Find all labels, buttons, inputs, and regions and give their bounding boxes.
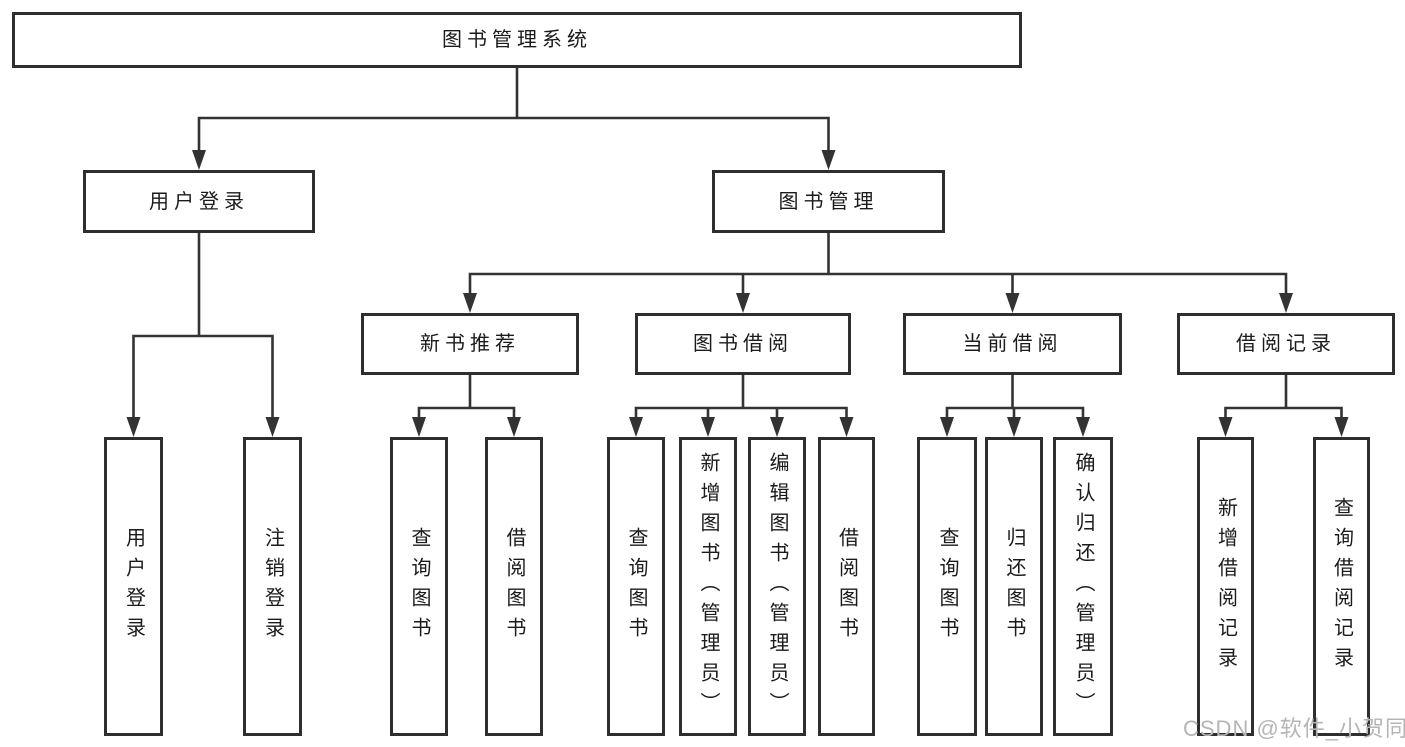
diagram-node-mgmt: 图书管理 <box>712 170 945 233</box>
diagram-node-rec-borrow: 借阅图书 <box>485 437 543 736</box>
arrowhead-into-rec <box>463 293 477 313</box>
arrowhead-into-recd-add <box>1218 417 1233 437</box>
arrowhead-into-record <box>1279 293 1293 313</box>
diagram-node-bor-add: 新增图书（管理员） <box>679 437 737 736</box>
arrowhead-into-recd-query <box>1334 417 1349 437</box>
arrowhead-into-login <box>192 150 206 170</box>
arrowhead-into-borrow <box>736 293 750 313</box>
diagram-node-rec-query: 查询图书 <box>390 437 448 736</box>
diagram-node-recd-add: 新增借阅记录 <box>1197 437 1254 736</box>
connector-login <box>132 231 274 422</box>
connector-root <box>197 66 830 155</box>
connector-record <box>1224 373 1343 422</box>
diagram-node-cur-confirm: 确认归还（管理员） <box>1053 437 1113 736</box>
diagram-node-rec: 新书推荐 <box>361 313 579 375</box>
connector-current <box>945 373 1085 422</box>
csdn-watermark: CSDN @软件_小贺同学 <box>1183 716 1405 741</box>
arrowhead-into-cur-return <box>1007 417 1021 437</box>
diagram-node-recd-query: 查询借阅记录 <box>1313 437 1370 736</box>
diagram-node-bor-edit: 编辑图书（管理员） <box>748 437 806 736</box>
arrowhead-into-bor-query <box>629 417 643 437</box>
arrowhead-into-rec-query <box>412 417 426 437</box>
diagram-node-login-out: 注销登录 <box>243 437 302 736</box>
diagram-node-cur-return: 归还图书 <box>985 437 1043 736</box>
diagram-node-login: 用户登录 <box>83 170 315 233</box>
diagram-node-login-do: 用户登录 <box>104 437 163 736</box>
diagram-node-bor-borrow: 借阅图书 <box>818 437 875 736</box>
arrowhead-into-login-do <box>126 417 141 437</box>
diagram-node-cur-query: 查询图书 <box>917 437 977 736</box>
connector-borrow <box>634 373 848 422</box>
connector-mgmt <box>468 231 1288 298</box>
arrowhead-into-cur-confirm <box>1076 417 1090 437</box>
arrowhead-into-bor-edit <box>770 417 784 437</box>
arrowhead-into-bor-add <box>701 417 715 437</box>
diagram-node-current: 当前借阅 <box>903 313 1122 375</box>
arrowhead-into-login-out <box>265 417 280 437</box>
arrowhead-into-cur-query <box>940 417 954 437</box>
diagram-node-record: 借阅记录 <box>1177 313 1395 375</box>
diagram-node-bor-query: 查询图书 <box>607 437 665 736</box>
arrowhead-into-bor-borrow <box>839 417 854 437</box>
diagram-node-borrow: 图书借阅 <box>635 313 851 375</box>
connector-rec <box>417 373 516 422</box>
arrowhead-into-mgmt <box>821 150 836 170</box>
arrowhead-into-current <box>1005 293 1020 313</box>
arrowhead-into-rec-borrow <box>507 417 521 437</box>
diagram-node-root: 图书管理系统 <box>12 12 1022 68</box>
